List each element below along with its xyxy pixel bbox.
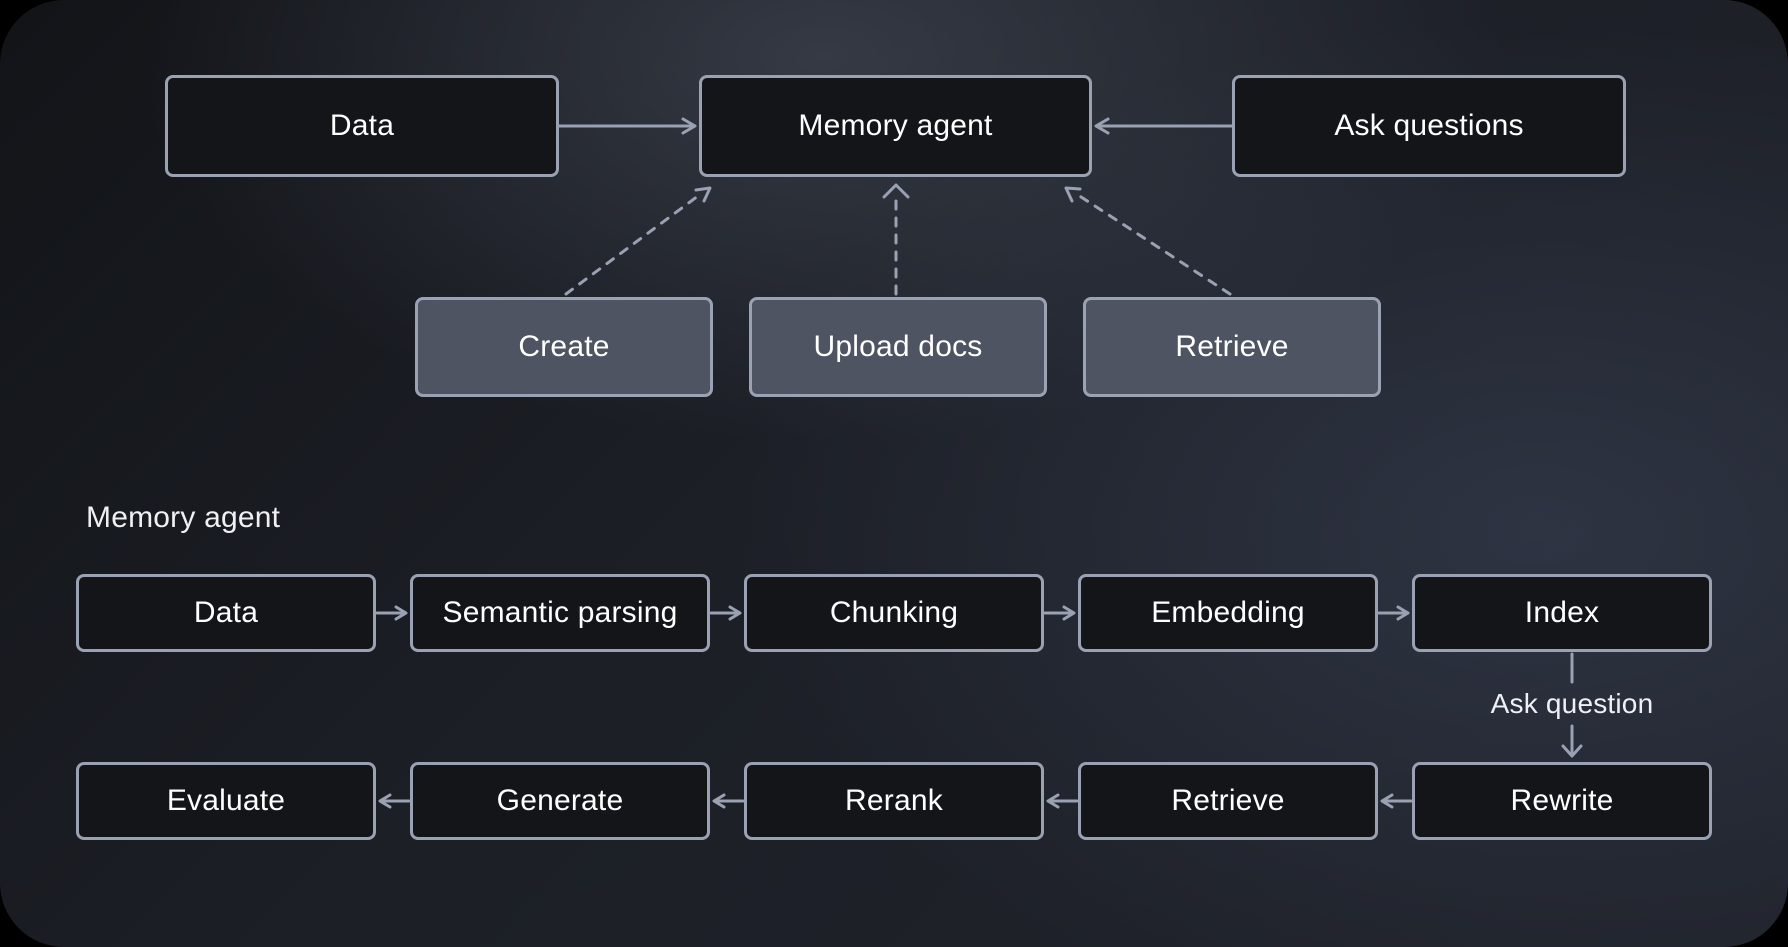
node-rerank: Rerank [744, 762, 1044, 840]
node-data: Data [165, 75, 559, 177]
node-embedding: Embedding [1078, 574, 1378, 652]
node-memory-agent: Memory agent [699, 75, 1092, 177]
edge-semantic-parsing-to-chunking [709, 605, 742, 621]
edge-upload-docs-to-memory-agent [882, 183, 910, 296]
edge-rewrite-to-retrieve [1380, 793, 1413, 809]
node-retrieve-detail: Retrieve [1078, 762, 1378, 840]
section-title: Memory agent [86, 501, 281, 534]
node-rewrite: Rewrite [1412, 762, 1712, 840]
node-semantic-parsing: Semantic parsing [410, 574, 710, 652]
edge-rerank-to-generate [712, 793, 745, 809]
node-ask-questions: Ask questions [1232, 75, 1626, 177]
edge-embedding-to-index [1377, 605, 1410, 621]
edge-chunking-to-embedding [1043, 605, 1076, 621]
edge-data-to-memory-agent [557, 117, 697, 135]
edge-retrieve-to-memory-agent [1064, 186, 1232, 296]
node-generate: Generate [410, 762, 710, 840]
node-create: Create [415, 297, 713, 397]
node-evaluate: Evaluate [76, 762, 376, 840]
node-index: Index [1412, 574, 1712, 652]
node-data-detail: Data [76, 574, 376, 652]
edge-label-ask-question: Ask question [1490, 688, 1654, 719]
node-chunking: Chunking [744, 574, 1044, 652]
edge-ask-questions-to-memory-agent [1094, 117, 1234, 135]
node-retrieve: Retrieve [1083, 297, 1381, 397]
edge-create-to-memory-agent [564, 186, 712, 296]
edge-retrieve-to-rerank [1046, 793, 1079, 809]
node-upload-docs: Upload docs [749, 297, 1047, 397]
edge-data-to-semantic-parsing [375, 605, 408, 621]
edge-generate-to-evaluate [378, 793, 411, 809]
